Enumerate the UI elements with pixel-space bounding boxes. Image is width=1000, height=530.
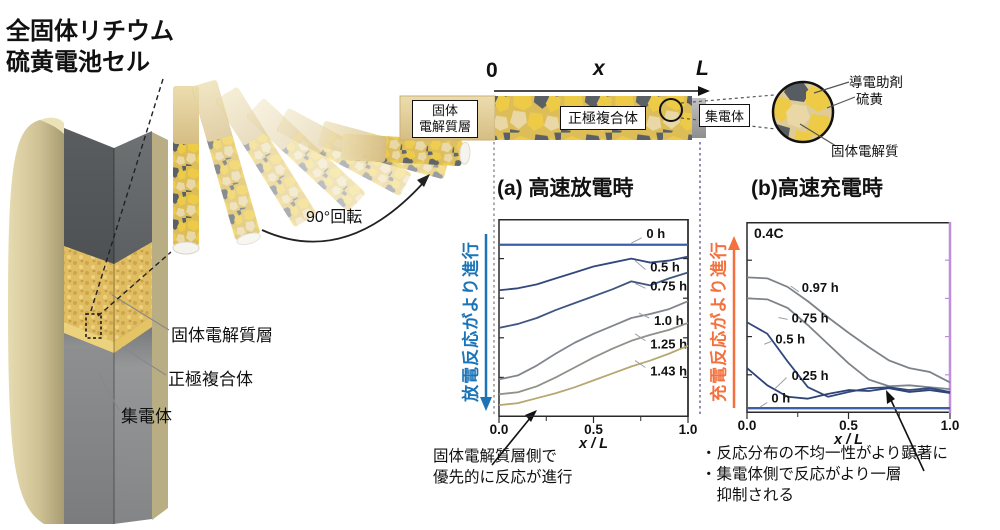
x-tick-label: 0.5 xyxy=(584,422,603,437)
sulfur-particle xyxy=(806,86,830,112)
series-line-1.25h xyxy=(498,322,689,396)
schematic-electrolyte-box: 固体 電解質層 xyxy=(412,100,478,138)
sulfur-leader-line xyxy=(826,96,856,109)
cell-electrolyte-label: 固体電解質層 xyxy=(171,326,273,345)
x-tick-label: 0.5 xyxy=(839,418,858,433)
sampled-region-box xyxy=(85,313,102,339)
series-line-1.43h xyxy=(498,344,689,407)
sample-strip-3 xyxy=(216,87,316,227)
x-tick-label: 0.0 xyxy=(738,418,757,433)
particle-zoom-circle xyxy=(771,80,856,147)
cell-outer-right-wall xyxy=(152,132,168,520)
title-to-cell-dashed-line xyxy=(89,78,164,315)
series-leader xyxy=(764,340,772,345)
cell-collector-label: 集電体 xyxy=(121,407,172,426)
figure-title: 全固体リチウム 硫黄電池セル xyxy=(6,16,174,78)
series-line-0.75h xyxy=(746,297,951,391)
series-label: 0 h xyxy=(771,391,790,406)
series-leader xyxy=(759,402,768,408)
series-label: 0.75 h xyxy=(792,310,829,325)
x-axis-title: x / L xyxy=(578,436,608,452)
series-leader xyxy=(790,285,800,293)
sample-strip-fan xyxy=(172,80,471,255)
series-leader xyxy=(634,333,646,342)
sample-strip-4 xyxy=(247,98,365,212)
discharge-chart: 0.0 0.5 1.0 x / L 0 h 0.5 h 0.75 h 1.0 h 1.25 h 1… xyxy=(490,219,698,452)
conductive-additive-particle xyxy=(784,83,810,102)
discharge-y-axis-label: 放電反応がより進行 xyxy=(461,241,481,402)
schematic-composite-box: 正極複合体 xyxy=(560,106,646,130)
series-label: 1.0 h xyxy=(654,313,684,328)
solid-electrolyte-label: 固体電解質 xyxy=(831,144,899,159)
cell-outer-left-shell xyxy=(8,120,64,524)
series-line-0.5h xyxy=(746,321,951,398)
rotation-label: 90°回転 xyxy=(306,209,363,226)
electrolyte-leader-line xyxy=(111,294,170,331)
x-axis-title: x / L xyxy=(833,432,863,448)
collector-leader-line xyxy=(97,371,120,411)
discharge-chart-title: (a) 高速放電時 xyxy=(497,177,634,200)
solid-electrolyte-particle xyxy=(786,104,810,128)
plot-frame xyxy=(746,222,951,413)
discharge-direction-arrow xyxy=(480,234,492,411)
series-leader xyxy=(631,237,642,244)
cell-cathode-label: 正極複合体 xyxy=(168,370,253,389)
series-label: 0.25 h xyxy=(792,368,829,383)
x-tick-label: 0.0 xyxy=(490,422,509,437)
discharge-note: 固体電解質層側で 優先的に反応が進行 xyxy=(433,448,573,486)
charge-note: ・反応分布の不均一性がより顕著に ・集電体側で反応がより一層 抑制される xyxy=(701,445,948,504)
charge-y-axis-label: 充電反応がより進行 xyxy=(709,241,729,402)
series-label: 1.25 h xyxy=(650,337,687,352)
series-label: 0.5 h xyxy=(650,260,680,275)
charge-chart: 0.0 0.5 1.0 x / L 0.4C 0.97 h 0.75 h 0.5 h 0.25 … xyxy=(738,222,960,448)
series-line-0.25h xyxy=(746,367,951,400)
charge-chart-title: (b)高速充電時 xyxy=(751,177,883,200)
series-label: 0.5 h xyxy=(775,331,805,346)
axis-length-label: L xyxy=(696,57,709,80)
series-leader xyxy=(638,312,650,319)
cell-electrolyte-band-right xyxy=(114,242,152,342)
cathode-leader-line xyxy=(121,346,167,376)
conductive-additive-label: 導電助剤 xyxy=(849,75,903,90)
x-tick-label: 1.0 xyxy=(941,418,960,433)
charge-direction-arrow xyxy=(728,236,740,408)
series-label: 0.75 h xyxy=(650,278,687,293)
x-axis-arrowhead xyxy=(698,86,710,96)
series-leader xyxy=(634,260,646,270)
cell-cathode-strip-right xyxy=(114,316,152,353)
series-leader xyxy=(634,282,646,289)
cell-to-strip-dashed-line xyxy=(97,251,172,317)
rotation-arrow xyxy=(261,174,430,243)
rotation-arrowhead xyxy=(417,174,430,187)
axis-origin-label: 0 xyxy=(486,59,498,82)
series-label: 0 h xyxy=(646,226,665,241)
x-tick-label: 1.0 xyxy=(679,422,698,437)
series-line-0.75h xyxy=(498,271,689,329)
battery-cell-illustration xyxy=(8,117,170,524)
figure-title-line1: 全固体リチウム xyxy=(6,18,174,45)
schematic-collector-box: 集電体 xyxy=(699,104,751,127)
sample-strip-1 xyxy=(172,86,200,255)
series-leader xyxy=(774,377,787,390)
sample-strip-2 xyxy=(192,80,261,246)
cell-shell-top-cap xyxy=(40,117,64,134)
sample-strip-7 xyxy=(341,134,471,166)
electrolyte-leader-line-zoom xyxy=(799,123,837,147)
series-leader xyxy=(634,360,646,368)
additive-leader-line xyxy=(813,81,850,94)
series-line-0.5h xyxy=(498,255,689,292)
figure-title-line2: 硫黄電池セル xyxy=(6,49,150,76)
sulfur-label: 硫黄 xyxy=(856,92,883,107)
axis-x-label: x xyxy=(593,57,605,80)
series-line-0.97h xyxy=(746,276,951,384)
magnified-spot-circle xyxy=(659,98,683,122)
magnify-dashed-line-bottom xyxy=(680,117,777,130)
series-label: 1.43 h xyxy=(650,363,687,378)
series-leader xyxy=(778,317,788,320)
series-label: 0.97 h xyxy=(802,280,839,295)
rate-annotation: 0.4C xyxy=(754,225,784,241)
series-line-1.0h xyxy=(498,300,689,381)
